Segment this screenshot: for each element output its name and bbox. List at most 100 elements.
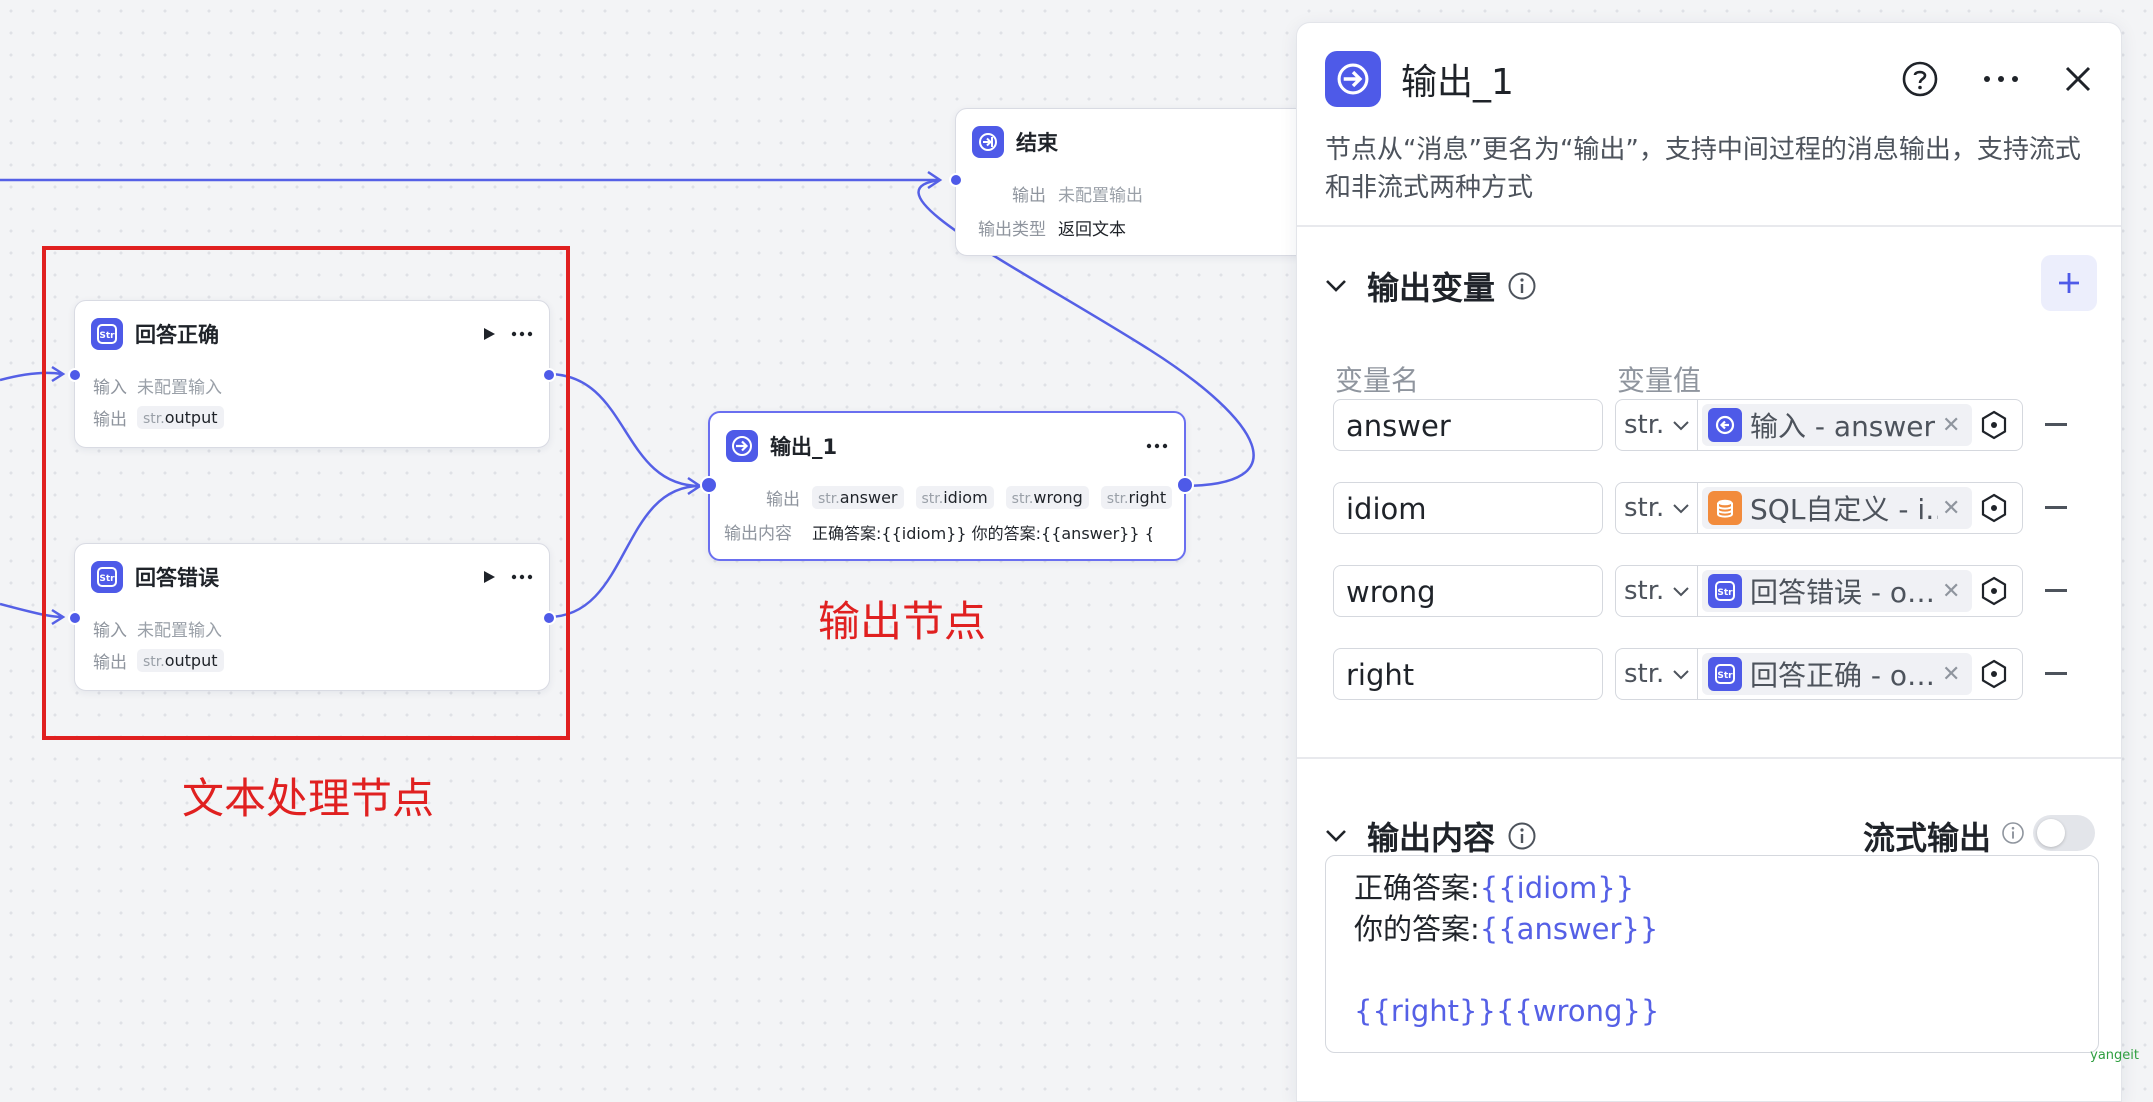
remove-variable-button[interactable] bbox=[2045, 672, 2067, 675]
type-select[interactable]: str. bbox=[1616, 649, 1698, 699]
panel-description: 节点从“消息”更名为“输出”，支持中间过程的消息输出，支持流式和非流式两种方式 bbox=[1325, 135, 2081, 203]
end-node-icon bbox=[972, 126, 1004, 158]
reference-chip[interactable]: SQL自定义 - i… ✕ bbox=[1702, 487, 1972, 529]
answer-wrong-node[interactable]: Str 回答错误 输入 未配置输入 输出 str.output bbox=[68, 543, 556, 691]
output-node[interactable]: 输出_1 输出 str.answer str.idiom str.wrong s… bbox=[700, 411, 1194, 561]
reference-chip[interactable]: 输入 - answer ✕ bbox=[1702, 404, 1972, 446]
variable-name-input[interactable]: right bbox=[1333, 648, 1603, 700]
divider bbox=[1297, 225, 2121, 227]
output-tag-idiom: str.idiom bbox=[915, 486, 994, 509]
type-select[interactable]: str. bbox=[1616, 400, 1698, 450]
output-node-output-port[interactable] bbox=[1176, 476, 1194, 494]
database-icon bbox=[1708, 491, 1742, 525]
output-node-input-port[interactable] bbox=[700, 476, 718, 494]
answer-wrong-input-port[interactable] bbox=[68, 611, 82, 625]
chevron-down-icon bbox=[1673, 586, 1690, 596]
more-icon[interactable] bbox=[511, 331, 533, 337]
divider bbox=[1297, 757, 2121, 759]
output-node-title: 输出_1 bbox=[770, 435, 838, 459]
answer-wrong-output-port[interactable] bbox=[542, 611, 556, 625]
info-icon[interactable] bbox=[2001, 821, 2025, 845]
info-icon[interactable] bbox=[1507, 271, 1537, 301]
output-vars-header[interactable]: 输出变量 bbox=[1325, 263, 1537, 309]
stream-output-toggle[interactable] bbox=[2033, 815, 2095, 851]
output-tag: str.output bbox=[137, 406, 224, 429]
remove-reference-icon[interactable]: ✕ bbox=[1942, 495, 1961, 521]
variable-picker-icon[interactable] bbox=[1978, 575, 2010, 607]
output-tag-right: str.right bbox=[1100, 486, 1173, 509]
variable-name-input[interactable]: idiom bbox=[1333, 482, 1603, 534]
answer-correct-input-row: 输入 未配置输入 bbox=[93, 378, 222, 398]
chevron-down-icon[interactable] bbox=[1325, 829, 1347, 843]
editor-line: 你的答案:{{answer}} bbox=[1354, 912, 1659, 946]
editor-line bbox=[1354, 950, 2070, 991]
remove-variable-button[interactable] bbox=[2045, 506, 2067, 509]
remove-variable-button[interactable] bbox=[2045, 589, 2067, 592]
variable-value-field[interactable]: str. 输入 - answer ✕ bbox=[1615, 399, 2023, 451]
variable-name-input[interactable]: wrong bbox=[1333, 565, 1603, 617]
variable-value-field[interactable]: str. SQL自定义 - i… ✕ bbox=[1615, 482, 2023, 534]
end-node-input-port[interactable] bbox=[949, 173, 963, 187]
end-node-output-row: 输出 未配置输出 bbox=[1012, 186, 1143, 206]
answer-correct-input-port[interactable] bbox=[68, 368, 82, 382]
variable-picker-icon[interactable] bbox=[1978, 492, 2010, 524]
end-node[interactable]: 结束 输出 未配置输出 输出类型 返回文本 bbox=[949, 108, 1317, 256]
answer-correct-output-port[interactable] bbox=[542, 368, 556, 382]
answer-wrong-output-row: 输出 str.output bbox=[93, 648, 236, 673]
svg-text:Str: Str bbox=[1717, 588, 1733, 598]
add-variable-button[interactable] bbox=[2041, 255, 2097, 311]
output-tag: str.output bbox=[137, 649, 224, 672]
annotation-output-node: 输出节点 bbox=[818, 597, 987, 646]
text-process-icon: Str bbox=[1708, 657, 1742, 691]
close-icon[interactable] bbox=[2063, 64, 2093, 94]
answer-wrong-title: 回答错误 bbox=[135, 566, 219, 590]
svg-text:Str: Str bbox=[99, 331, 115, 341]
info-icon[interactable] bbox=[1507, 821, 1537, 851]
output-tag-answer: str.answer bbox=[812, 486, 904, 509]
more-icon[interactable] bbox=[1146, 443, 1168, 449]
toggle-knob bbox=[2037, 819, 2065, 847]
type-select[interactable]: str. bbox=[1616, 483, 1698, 533]
output-content-editor[interactable]: 正确答案:{{idiom}} 你的答案:{{answer}} {{right}}… bbox=[1325, 855, 2099, 1053]
answer-wrong-input-row: 输入 未配置输入 bbox=[93, 621, 222, 641]
end-node-title: 结束 bbox=[1016, 131, 1058, 155]
chevron-down-icon[interactable] bbox=[1325, 279, 1347, 293]
reference-chip[interactable]: Str 回答错误 - o… ✕ bbox=[1702, 570, 1972, 612]
remove-variable-button[interactable] bbox=[2045, 423, 2067, 426]
run-icon[interactable] bbox=[481, 569, 497, 585]
variable-picker-icon[interactable] bbox=[1978, 658, 2010, 690]
annotation-box bbox=[42, 246, 570, 740]
variable-value-field[interactable]: str. Str 回答错误 - o… ✕ bbox=[1615, 565, 2023, 617]
watermark: yangeit bbox=[2090, 1048, 2139, 1063]
svg-text:Str: Str bbox=[99, 574, 115, 584]
more-icon[interactable] bbox=[511, 574, 533, 580]
annotation-text-processing: 文本处理节点 bbox=[182, 774, 435, 823]
reference-chip[interactable]: Str 回答正确 - o… ✕ bbox=[1702, 653, 1972, 695]
text-process-icon: Str bbox=[1708, 574, 1742, 608]
properties-panel: 输出_1 节点从“消息”更名为“输出”，支持中间过程的消息输出，支持流式和非流式… bbox=[1296, 22, 2122, 1102]
variable-name-input[interactable]: answer bbox=[1333, 399, 1603, 451]
stream-output-label: 流式输出 bbox=[1862, 819, 1991, 857]
remove-reference-icon[interactable]: ✕ bbox=[1942, 578, 1961, 604]
answer-correct-title: 回答正确 bbox=[135, 323, 219, 347]
remove-reference-icon[interactable]: ✕ bbox=[1942, 661, 1961, 687]
editor-line: {{right}}{{wrong}} bbox=[1354, 994, 1660, 1028]
variable-value-field[interactable]: str. Str 回答正确 - o… ✕ bbox=[1615, 648, 2023, 700]
start-node-icon bbox=[1708, 408, 1742, 442]
remove-reference-icon[interactable]: ✕ bbox=[1942, 412, 1961, 438]
type-select[interactable]: str. bbox=[1616, 566, 1698, 616]
chevron-down-icon bbox=[1673, 503, 1690, 513]
chevron-down-icon bbox=[1673, 669, 1690, 679]
answer-correct-node[interactable]: Str 回答正确 输入 未配置输入 输出 str.output bbox=[68, 300, 556, 448]
output-content-header[interactable]: 输出内容 bbox=[1325, 813, 1537, 859]
edge-correct-to-output bbox=[547, 372, 701, 488]
answer-correct-output-row: 输出 str.output bbox=[93, 405, 236, 430]
more-icon[interactable] bbox=[1983, 75, 2019, 83]
variable-picker-icon[interactable] bbox=[1978, 409, 2010, 441]
run-icon[interactable] bbox=[481, 326, 497, 342]
help-icon[interactable] bbox=[1901, 60, 1939, 98]
output-node-icon bbox=[726, 430, 758, 462]
text-process-icon: Str bbox=[91, 318, 123, 350]
svg-text:Str: Str bbox=[1717, 671, 1733, 681]
